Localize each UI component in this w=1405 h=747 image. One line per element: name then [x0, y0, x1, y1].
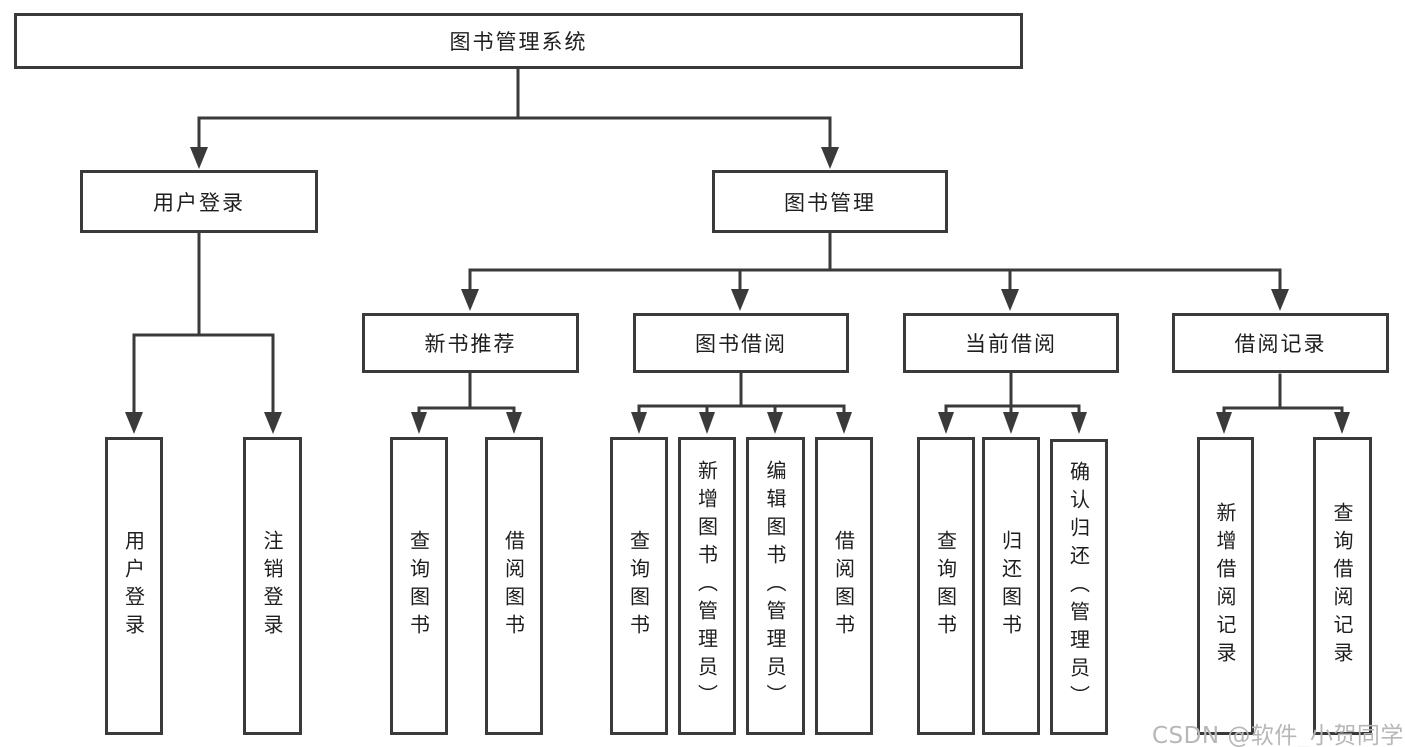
arrow-down-icon	[821, 147, 839, 169]
arrow-down-icon	[264, 412, 282, 434]
arrow-down-icon	[731, 289, 749, 311]
leaf-cb-query-book: 查询图书	[917, 437, 975, 735]
arrow-down-icon	[767, 412, 783, 434]
node-current-borrow: 当前借阅	[903, 313, 1119, 373]
node-book-borrow: 图书借阅	[633, 313, 849, 373]
arrow-down-icon	[461, 289, 479, 311]
arrow-down-icon	[1003, 412, 1019, 434]
arrow-down-icon	[699, 412, 715, 434]
leaf-rec-borrow-book: 借阅图书	[485, 437, 543, 735]
leaf-bb-query-book: 查询图书	[610, 437, 668, 735]
leaf-cb-return-book: 归还图书	[982, 437, 1040, 735]
leaf-bb-borrow-book: 借阅图书	[815, 437, 873, 735]
leaf-logout: 注销登录	[243, 437, 302, 735]
node-borrow-record: 借阅记录	[1172, 313, 1389, 373]
arrow-down-icon	[1271, 289, 1289, 311]
arrow-down-icon	[1071, 412, 1087, 434]
arrow-down-icon	[190, 147, 208, 169]
arrow-down-icon	[1001, 289, 1019, 311]
connector-book-borrow	[631, 371, 852, 434]
arrow-down-icon	[1334, 412, 1350, 434]
leaf-br-query-record: 查询借阅记录	[1313, 437, 1372, 735]
leaf-bb-add-book: 新增图书（管理员）	[678, 437, 736, 735]
node-root: 图书管理系统	[14, 13, 1023, 69]
arrow-down-icon	[938, 412, 954, 434]
arrow-down-icon	[125, 412, 143, 434]
arrow-down-icon	[836, 412, 852, 434]
node-new-book-rec: 新书推荐	[362, 313, 579, 373]
arrow-down-icon	[1216, 412, 1232, 434]
connector-borrow-record	[1216, 373, 1350, 434]
leaf-rec-query-book: 查询图书	[390, 437, 448, 735]
watermark: CSDN @软件_小贺同学	[1152, 723, 1404, 747]
arrow-down-icon	[506, 412, 522, 434]
leaf-bb-edit-book: 编辑图书（管理员）	[746, 437, 805, 735]
connector-new-book-rec	[411, 371, 522, 434]
connector-root-to-level2	[190, 66, 839, 169]
leaf-br-add-record: 新增借阅记录	[1197, 437, 1254, 735]
connector-current-borrow	[938, 371, 1087, 434]
arrow-down-icon	[411, 412, 427, 434]
connector-book-mgmt	[461, 231, 1289, 311]
node-book-mgmt: 图书管理	[712, 170, 948, 233]
node-user-login: 用户登录	[80, 170, 318, 233]
connector-user-login	[125, 231, 282, 434]
leaf-user-login: 用户登录	[105, 437, 163, 735]
arrow-down-icon	[631, 412, 647, 434]
leaf-cb-confirm-return: 确认归还（管理员）	[1050, 439, 1108, 735]
